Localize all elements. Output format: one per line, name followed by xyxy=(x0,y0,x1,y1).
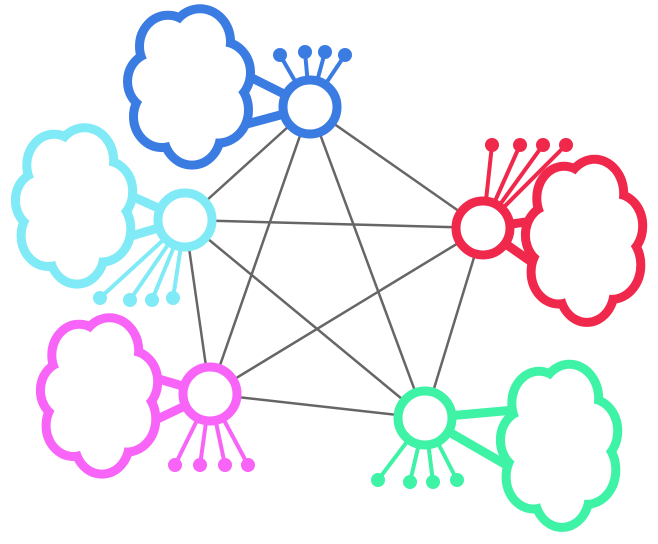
t1-node-blue xyxy=(278,75,342,139)
leaf-dot xyxy=(145,293,159,307)
edge-blue-green xyxy=(308,106,427,419)
edge-blue-magenta xyxy=(208,106,312,395)
cluster-magenta xyxy=(35,313,255,479)
cloud-fill-part xyxy=(523,403,597,491)
cloud-icon xyxy=(495,359,623,532)
cloud-icon xyxy=(10,123,138,289)
cloud-icon xyxy=(520,154,648,327)
leaf-dot xyxy=(426,475,440,489)
cluster-green xyxy=(371,359,623,532)
leaf-dot xyxy=(403,475,417,489)
leaf-dot xyxy=(298,45,312,59)
edge-red-magenta xyxy=(209,226,484,396)
t1-node-magenta xyxy=(178,362,242,426)
leaf-dot xyxy=(168,458,182,472)
leaf-dot xyxy=(450,473,464,487)
leaf-dot xyxy=(536,138,550,152)
cloud-icon xyxy=(35,313,163,479)
leaf-dot xyxy=(338,48,352,62)
edge-cyan-green xyxy=(184,219,426,419)
leaf-dot xyxy=(93,291,107,305)
leaf-dot xyxy=(241,458,255,472)
cloud-fill-part xyxy=(548,198,622,286)
leaf-dot xyxy=(371,473,385,487)
cluster-cyan xyxy=(10,123,217,307)
edge-red-green xyxy=(423,227,485,419)
leaf-dot xyxy=(123,293,137,307)
edge-magenta-green xyxy=(209,392,426,420)
t1-node-green xyxy=(393,386,457,450)
leaf-dot xyxy=(218,458,232,472)
leaf-dot xyxy=(513,138,527,152)
cloud-fill-part xyxy=(152,46,228,130)
leaf-dot xyxy=(318,45,332,59)
leaf-dot xyxy=(193,458,207,472)
leaf-dot xyxy=(485,138,499,152)
cluster-red xyxy=(451,138,648,327)
edge-cyan-red xyxy=(184,218,484,230)
leaf-dot xyxy=(559,138,573,152)
cluster-blue xyxy=(123,4,352,170)
leaf-dot xyxy=(273,48,287,62)
t1-node-red xyxy=(451,196,515,260)
edge-blue-red xyxy=(309,105,484,230)
leaf-dot xyxy=(166,291,180,305)
cloud-fill-part xyxy=(38,165,112,249)
t1-node-cyan xyxy=(153,188,217,252)
cloud-fill-part xyxy=(63,355,137,439)
cloud-icon xyxy=(123,4,255,170)
